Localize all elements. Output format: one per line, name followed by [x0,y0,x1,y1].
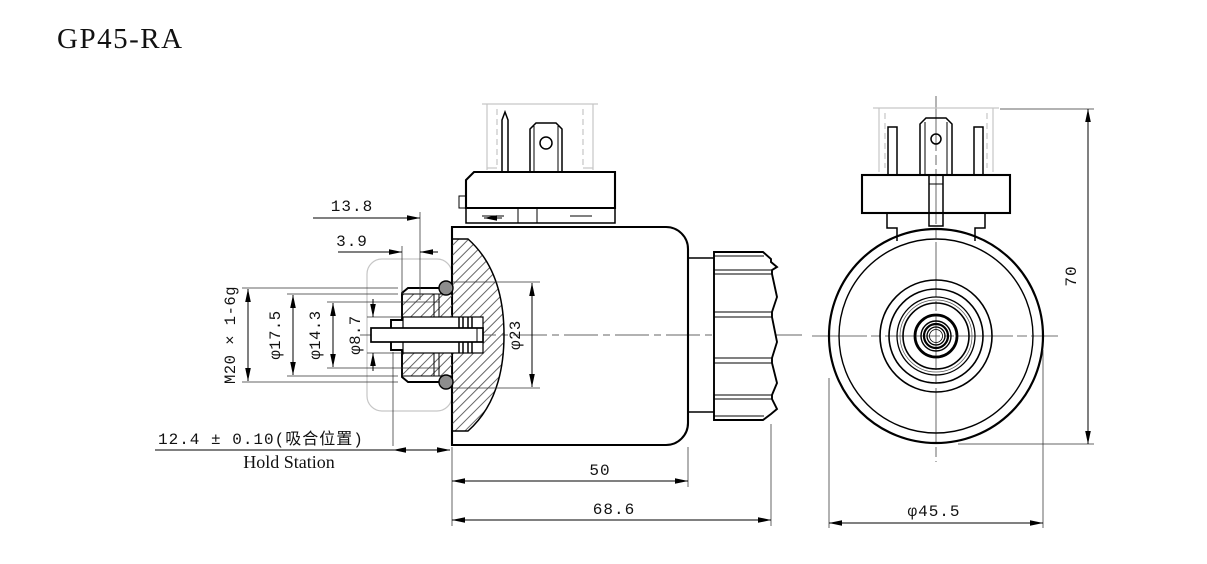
dim-dia-8-7: φ8.7 [347,299,402,371]
plunger-pin [370,327,484,343]
page-title: GP45-RA [57,23,184,55]
dim-thread-m20: M20 × 1-6g [222,286,398,384]
dim-label-50: 50 [589,462,610,480]
dim-label-68-6: 68.6 [593,501,635,519]
dim-50: 50 [451,447,689,526]
block-step-left [886,213,898,241]
earth-pin-terminal [501,109,509,172]
din-connector-ghost [482,103,598,170]
blade-terminal [529,122,563,172]
side-section-view: 13.8 3.9 M20 × 1-6g φ17.5 φ14.3 [155,103,802,526]
dim-label-3-9: 3.9 [336,233,368,251]
dim-68-6: 68.6 [451,424,772,526]
block-step-right [974,213,986,241]
dim-label-hold-station: Hold Station [243,452,335,472]
front-pin-left [887,126,898,176]
flange-hatch-top [403,294,452,317]
front-connector-ghost [873,107,999,172]
block-notch [458,195,467,209]
dim-dia-14-3: φ14.3 [307,301,440,369]
o-ring-top [438,280,454,296]
dim-dia-23: φ23 [507,282,535,388]
front-terminal-hole [930,133,942,145]
coil-end-circles [827,227,1045,445]
dim-label-70: 70 [1063,265,1081,286]
front-view: 70 φ45.5 [812,96,1094,528]
dim-label-8-7: φ8.7 [347,315,365,354]
coil-body [450,225,690,447]
knurled-nut [713,251,779,421]
front-pin-right [973,126,984,176]
dim-3-9: 3.9 [336,233,438,294]
dim-13-8: 13.8 [313,198,502,300]
dim-label-17-5: φ17.5 [267,310,285,359]
dim-label-hold-value: 12.4 ± 0.10(吸合位置) [158,430,364,449]
dim-label-13-8: 13.8 [331,198,373,216]
terminal-block-strip [465,207,616,224]
dim-label-14-3: φ14.3 [307,310,325,359]
front-center-tongue [928,174,944,227]
dim-dia-45-5: φ45.5 [828,350,1044,528]
dim-label-23: φ23 [507,320,525,349]
dim-label-m20: M20 × 1-6g [222,286,240,384]
terminal-block [464,170,617,210]
dim-label-45-5: φ45.5 [907,503,960,521]
o-ring-bottom [438,374,454,390]
terminal-hole [539,136,553,150]
dim-70: 70 [958,108,1094,445]
dim-hold-station: 12.4 ± 0.10(吸合位置) Hold Station [155,352,451,472]
dim-dia-17-5: φ17.5 [267,293,398,377]
flange-hatch-bottom [403,353,452,376]
front-blade-terminal [919,117,953,175]
